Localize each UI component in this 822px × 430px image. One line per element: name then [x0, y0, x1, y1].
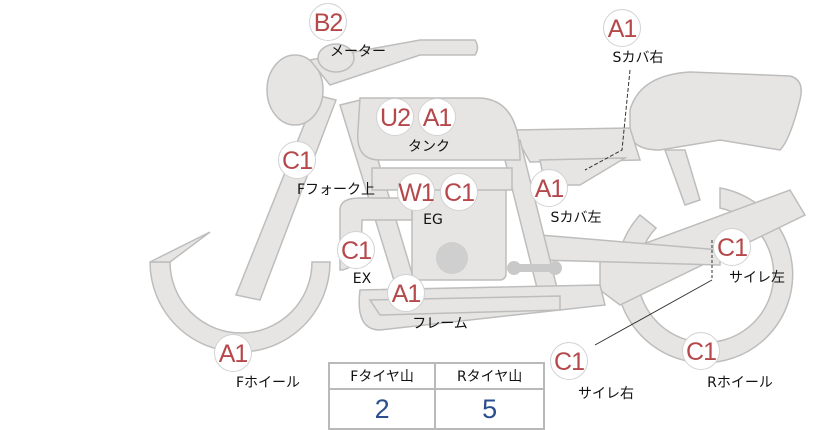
part-label-silencer-right: サイレ右 [578, 386, 634, 402]
tire-tread-table: Fタイヤ山 Rタイヤ山 2 5 [327, 362, 545, 430]
code-badge: U2 [376, 98, 414, 136]
code-badge: A1 [603, 9, 641, 47]
code-badge: A1 [530, 169, 568, 207]
code-badge: W1 [397, 173, 435, 211]
part-label-frame: フレーム [412, 316, 468, 332]
part-label-s-cover-right: Sカバ右 [612, 50, 664, 66]
part-label-f-wheel: Fホイール [235, 375, 301, 391]
code-badge: C1 [550, 342, 588, 380]
part-label-silencer-left: サイレ左 [729, 270, 785, 286]
f-tire-tread-header: Fタイヤ山 [327, 362, 437, 390]
code-badge: C1 [713, 228, 751, 266]
part-label-s-cover-left: Sカバ左 [550, 210, 602, 226]
code-badge: A1 [387, 274, 425, 312]
r-tire-tread-header: Rタイヤ山 [434, 362, 545, 390]
front-wheel-shape [149, 261, 331, 353]
part-label-r-wheel: Rホイール [707, 375, 773, 391]
part-label-exhaust: EX [352, 271, 372, 287]
part-label-f-fork-upper: Fフォーク上 [296, 182, 376, 198]
part-label-engine: EG [423, 212, 443, 228]
code-badge: C1 [278, 141, 316, 179]
f-tire-tread-value: 2 [327, 388, 437, 430]
code-badge: C1 [337, 231, 375, 269]
rear-wheel-shape [616, 187, 794, 364]
r-tire-tread-value: 5 [434, 388, 545, 430]
part-label-tank: タンク [408, 139, 450, 155]
part-label-meter: メーター [330, 44, 386, 60]
code-badge: A1 [418, 98, 456, 136]
code-badge: C1 [682, 332, 720, 370]
code-badge: A1 [214, 334, 252, 372]
code-badge: C1 [440, 173, 478, 211]
code-badge: B2 [309, 3, 347, 41]
